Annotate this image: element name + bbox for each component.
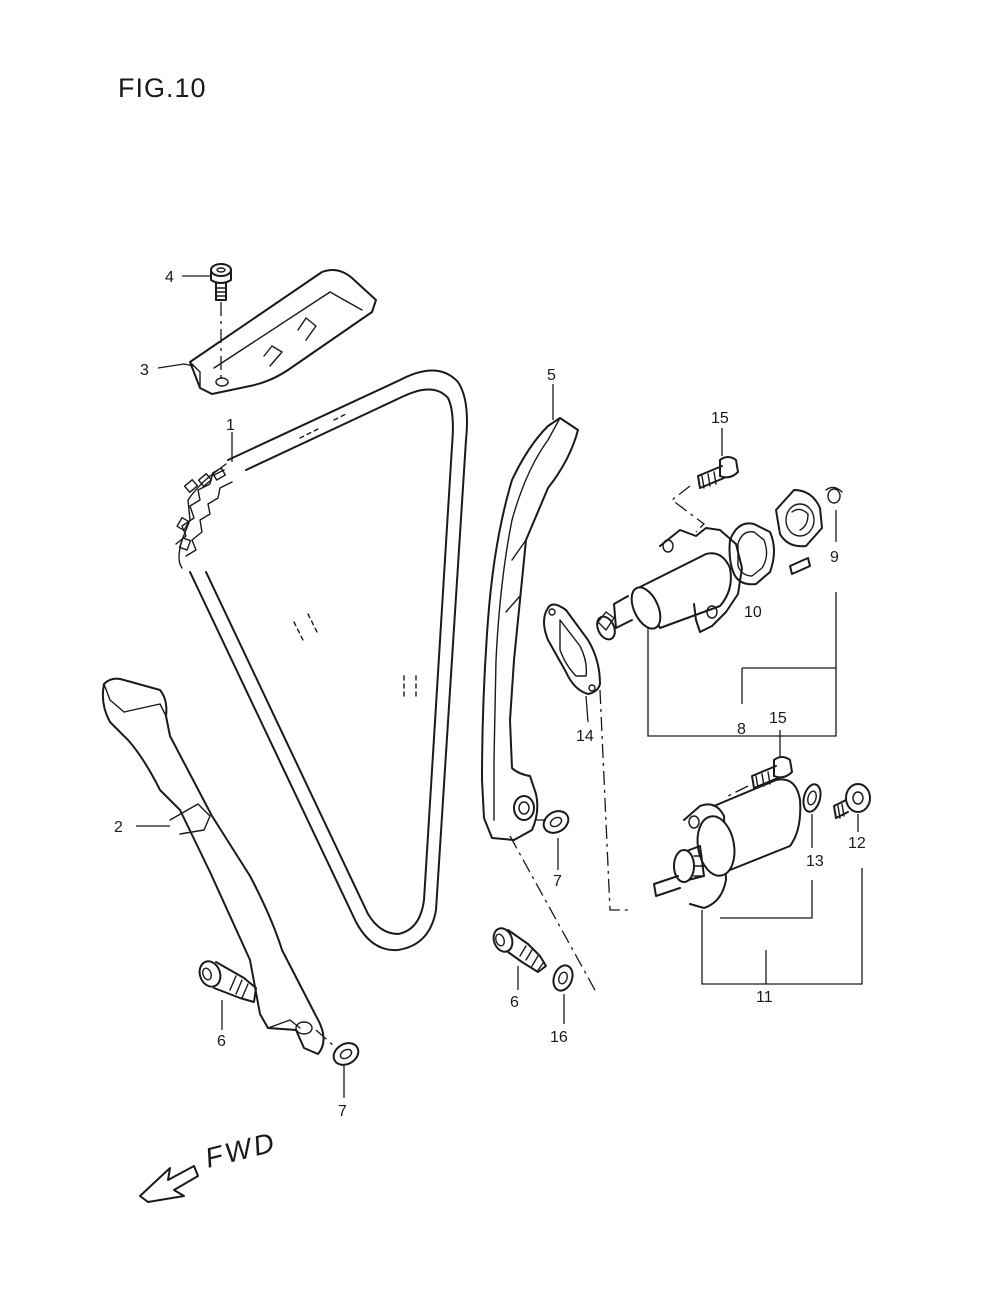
- cap-plate-9: [775, 486, 843, 575]
- callout-16: 16: [550, 1029, 568, 1046]
- washer-16: [552, 964, 574, 992]
- callout-11: 11: [756, 989, 773, 1006]
- callout-13: 13: [806, 853, 824, 870]
- callout-3: 3: [140, 362, 149, 379]
- cam-chain: [175, 369, 468, 952]
- leader-lines: [136, 275, 863, 1098]
- forward-arrow: FWD: [139, 1126, 280, 1203]
- washer-lower: [332, 1042, 360, 1066]
- callout-8: 8: [737, 721, 746, 738]
- tensioner-bolt-upper: [670, 456, 739, 533]
- callout-1: 1: [226, 417, 235, 434]
- left-chain-guide: [101, 677, 325, 1055]
- plug-bolt-12: [833, 783, 871, 819]
- pivot-bolt-left: [198, 960, 257, 1003]
- callouts: 1 2 3 4 5 6 6 7 7 8 9 10 11 12 13 14 15 …: [114, 269, 866, 1120]
- callout-6-center: 6: [510, 994, 519, 1011]
- gasket-10: [728, 522, 775, 586]
- callout-14: 14: [576, 728, 594, 745]
- callout-2: 2: [114, 819, 123, 836]
- callout-5: 5: [547, 367, 556, 384]
- callout-7-upper: 7: [553, 873, 562, 890]
- callout-7-lower: 7: [338, 1103, 347, 1120]
- tensioner-assembly-lower: [653, 778, 802, 909]
- tensioner-bolt-lower: [727, 756, 793, 797]
- tensioner-assembly-upper: [596, 527, 743, 641]
- washer-upper: [542, 810, 570, 834]
- callout-12: 12: [848, 835, 866, 852]
- gasket-14: [543, 603, 601, 695]
- callout-9: 9: [830, 549, 839, 566]
- callout-15-upper: 15: [711, 410, 729, 427]
- guide-bolt: [210, 263, 232, 378]
- forward-label: FWD: [202, 1126, 280, 1174]
- callout-4: 4: [165, 269, 174, 286]
- washer-13: [802, 783, 822, 813]
- callout-15-lower: 15: [769, 710, 787, 727]
- callout-10: 10: [744, 604, 762, 621]
- top-chain-guide: [189, 269, 377, 395]
- figure-title: FIG.10: [118, 73, 207, 103]
- center-chain-guide: [481, 417, 579, 841]
- pivot-bolt-center: [492, 927, 547, 973]
- callout-6-left: 6: [217, 1033, 226, 1050]
- alignment-lines: [315, 689, 630, 1047]
